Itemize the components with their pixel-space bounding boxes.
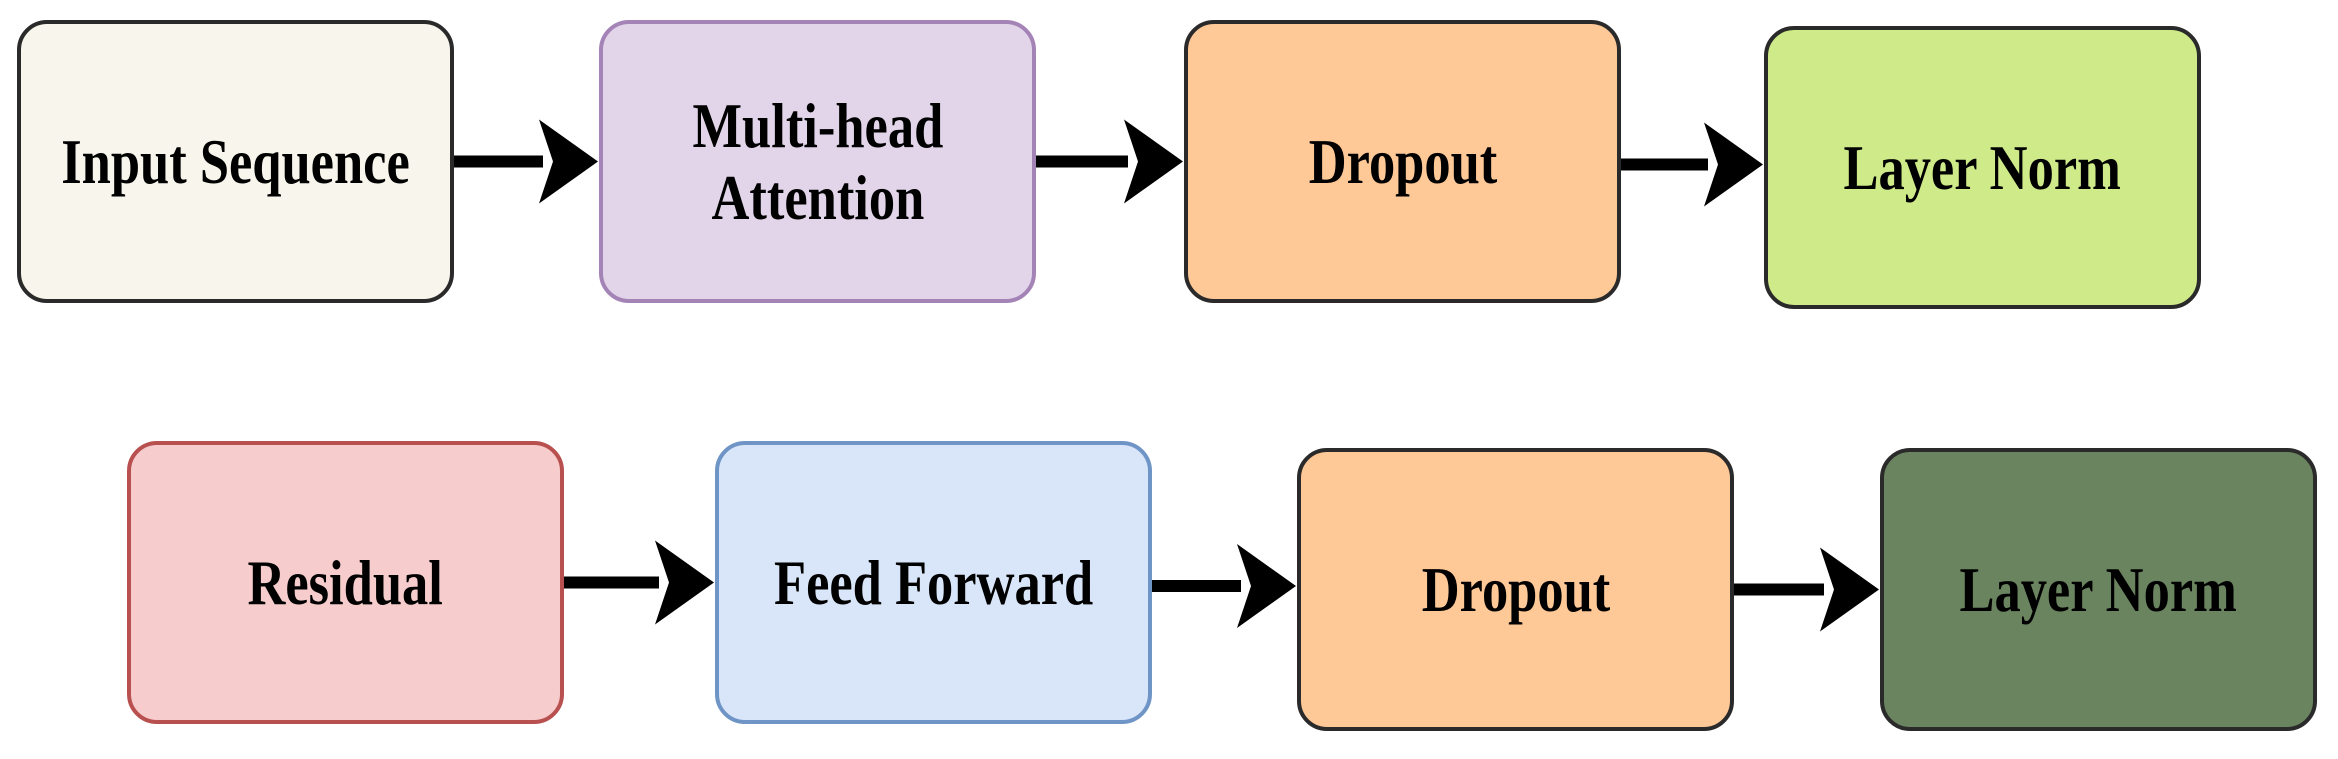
input-sequence-label: Input Sequence — [61, 126, 410, 198]
feed-forward-node: Feed Forward — [715, 441, 1152, 724]
multi-head-attention-label: Multi-head Attention — [692, 90, 943, 233]
arrow-head — [1704, 122, 1763, 207]
dropout-label-2-line-1: Dropout — [1421, 553, 1610, 625]
multi-head-attention-label-line-2: Attention — [711, 161, 924, 233]
residual-label-line-1: Residual — [247, 546, 444, 618]
arrow-input-sequence-to-multi-head-attention — [454, 119, 598, 204]
arrow-head — [539, 119, 598, 204]
arrow-dropout-2-to-layer-norm-2 — [1734, 547, 1879, 632]
arrow-head — [655, 540, 714, 625]
dropout-label-1: Dropout — [1308, 126, 1497, 198]
arrow-dropout-1-to-layer-norm-1 — [1621, 122, 1763, 207]
layer-norm-label-2: Layer Norm — [1960, 554, 2237, 626]
layer-norm-node-1: Layer Norm — [1764, 26, 2201, 309]
input-sequence-label-line-1: Input Sequence — [61, 125, 410, 197]
dropout-node-2: Dropout — [1297, 448, 1734, 731]
arrow-head — [1820, 547, 1879, 632]
layer-norm-label-2-line-1: Layer Norm — [1959, 553, 2238, 625]
arrow-feed-forward-to-dropout-2 — [1152, 544, 1296, 628]
layer-norm-label-1: Layer Norm — [1844, 132, 2121, 204]
dropout-label-2: Dropout — [1421, 554, 1610, 626]
arrow-multi-head-attention-to-dropout-1 — [1036, 119, 1183, 204]
dropout-node-1: Dropout — [1184, 20, 1621, 303]
arrow-head — [1237, 544, 1296, 628]
multi-head-attention-node: Multi-head Attention — [599, 20, 1036, 303]
arrow-residual-to-feed-forward — [564, 540, 714, 625]
multi-head-attention-label-line-1: Multi-head — [692, 89, 943, 161]
input-sequence-node: Input Sequence — [17, 20, 454, 303]
residual-label: Residual — [248, 547, 443, 619]
feed-forward-label-line-1: Feed Forward — [773, 546, 1094, 618]
feed-forward-label: Feed Forward — [774, 547, 1093, 619]
layer-norm-label-1-line-1: Layer Norm — [1843, 131, 2122, 203]
dropout-label-1-line-1: Dropout — [1308, 125, 1497, 197]
residual-node: Residual — [127, 441, 564, 724]
arrow-head — [1124, 119, 1183, 204]
layer-norm-node-2: Layer Norm — [1880, 448, 2317, 731]
